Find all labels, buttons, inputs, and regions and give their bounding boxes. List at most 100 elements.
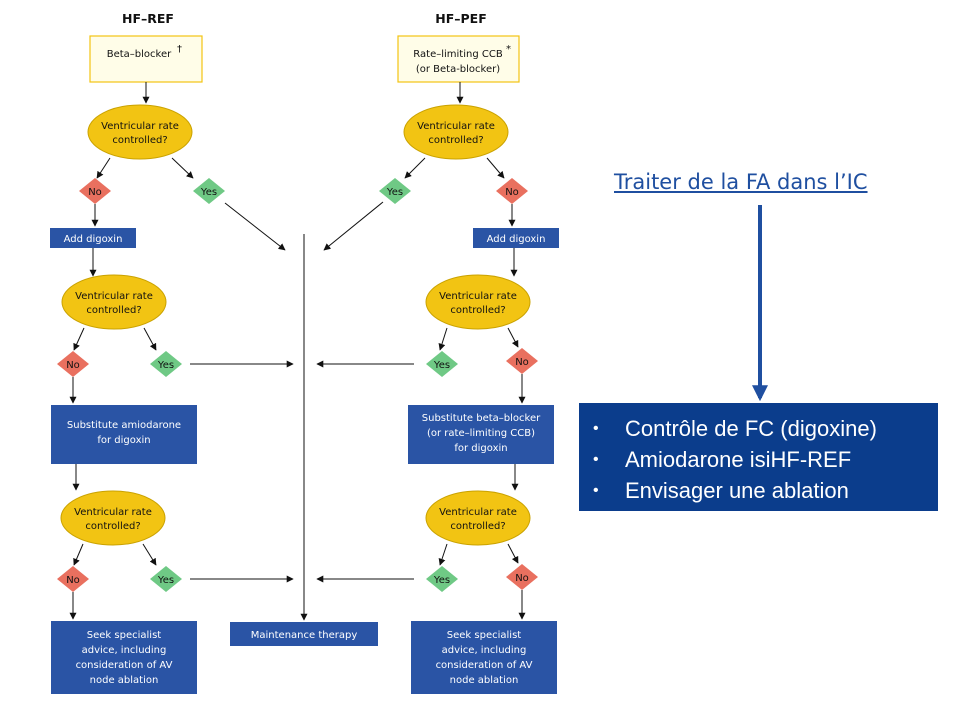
ref-arrow-q2-no [73,327,85,351]
pef-arrow-q3-yes [438,543,448,566]
header-hf-ref: HF–REF [122,11,174,26]
pef-arrow-q1-no [486,157,505,179]
pef-q1-line1: Ventricular rate [417,121,495,132]
pef-yes-2-label: Yes [433,360,450,371]
pef-no-3 [506,564,538,590]
pef-q2-line2: controlled? [450,305,505,316]
pef-arrow-q1-yes [404,157,426,179]
pef-add-digoxin-label: Add digoxin [487,234,546,245]
pef-substitute-box [408,405,554,464]
pef-decision-1 [403,104,509,160]
ref-yes-3 [150,566,182,592]
bullet-icon: • [593,420,599,437]
pef-no-1-label: No [505,187,519,198]
pef-q3-line2: controlled? [450,521,505,532]
summary-item-text: Contrôle de FC (digoxine) [625,416,877,441]
ref-start-mark: † [177,44,182,55]
pef-start-line1: Rate–limiting CCB [413,49,503,60]
ref-no-1 [79,178,111,204]
bullet-icon: • [593,451,599,468]
pef-no-2-label: No [515,357,529,368]
ref-start-box [89,35,203,83]
ref-seek-box [51,621,197,694]
pef-start-line2: (or Beta-blocker) [416,64,500,75]
summary-list: • Contrôle de FC (digoxine) • Amiodarone i… [593,413,932,506]
pef-q2-line1: Ventricular rate [439,291,517,302]
pef-add-digoxin-box [473,228,559,248]
pef-arrow-q3-no [507,543,519,564]
ref-decision-3 [60,490,166,546]
ref-decision-2 [61,274,167,330]
ref-arrow-q1-yes [171,157,194,179]
ref-q1-line1: Ventricular rate [101,121,179,132]
pef-yes-3-label: Yes [433,575,450,586]
ref-yes-2-label: Yes [157,360,174,371]
ref-add-digoxin-label: Add digoxin [64,234,123,245]
side-title-link[interactable]: Traiter de la FA dans l’IC [614,170,868,194]
ref-start-label: Beta–blocker [107,49,172,60]
pef-seek-line1: Seek specialist [447,630,522,641]
ref-no-2 [57,351,89,377]
pef-decision-2 [425,274,531,330]
ref-no-1-label: No [88,187,102,198]
ref-q3-line2: controlled? [85,521,140,532]
pef-seek-line3: consideration of AV [436,660,533,671]
pef-q1-line2: controlled? [428,135,483,146]
pef-seek-line4: node ablation [450,675,519,686]
summary-item-text: Amiodarone isiHF-REF [625,447,852,472]
ref-yes-1-label: Yes [200,187,217,198]
pef-substitute-line1: Substitute beta–blocker [422,413,541,424]
ref-substitute-line2: for digoxin [97,435,150,446]
pef-yes-1-label: Yes [386,187,403,198]
pef-arrow-q2-yes [438,327,448,351]
ref-arrow-q1-no [96,157,111,179]
pef-no-3-label: No [515,573,529,584]
ref-arrow-q2-yes [143,327,157,351]
ref-arrow-q3-no [73,543,84,566]
pef-start-mark: * [506,44,511,55]
ref-yes-3-label: Yes [157,575,174,586]
pef-yes-1 [379,178,411,204]
summary-item: • Contrôle de FC (digoxine) [593,413,932,444]
ref-yes-2 [150,351,182,377]
summary-item: • Envisager une ablation [593,475,932,506]
pef-yes-3 [426,566,458,592]
pef-substitute-line2: (or rate–limiting CCB) [427,428,535,439]
ref-no-3-label: No [66,575,80,586]
pef-substitute-line3: for digoxin [454,443,507,454]
ref-no-3 [57,566,89,592]
pef-q3-line1: Ventricular rate [439,507,517,518]
ref-q1-line2: controlled? [112,135,167,146]
pef-no-1 [496,178,528,204]
pef-yes-2 [426,351,458,377]
ref-q3-line1: Ventricular rate [74,507,152,518]
ref-no-2-label: No [66,360,80,371]
ref-seek-line2: advice, including [82,645,167,656]
ref-q2-line2: controlled? [86,305,141,316]
header-hf-pef: HF–PEF [435,11,487,26]
summary-item-text: Envisager une ablation [625,478,849,503]
summary-panel: • Contrôle de FC (digoxine) • Amiodarone i… [579,403,938,511]
ref-add-digoxin-box [50,228,136,248]
ref-q2-line1: Ventricular rate [75,291,153,302]
ref-substitute-box [51,405,197,464]
ref-yes-1 [193,178,225,204]
bullet-icon: • [593,482,599,499]
pef-no-2 [506,348,538,374]
pef-seek-line2: advice, including [442,645,527,656]
ref-seek-line3: consideration of AV [76,660,173,671]
pef-seek-box [411,621,557,694]
ref-arrow-yes1-main [224,202,286,251]
ref-seek-line4: node ablation [90,675,159,686]
pef-arrow-yes1-main [323,201,384,251]
maintenance-label: Maintenance therapy [251,630,358,641]
ref-decision-1 [87,104,193,160]
pef-decision-3 [425,490,531,546]
ref-seek-line1: Seek specialist [87,630,162,641]
ref-substitute-line1: Substitute amiodarone [67,420,181,431]
pef-arrow-q2-no [507,327,519,348]
ref-arrow-q3-yes [142,543,157,566]
summary-item: • Amiodarone isiHF-REF [593,444,932,475]
maintenance-box [230,622,378,646]
